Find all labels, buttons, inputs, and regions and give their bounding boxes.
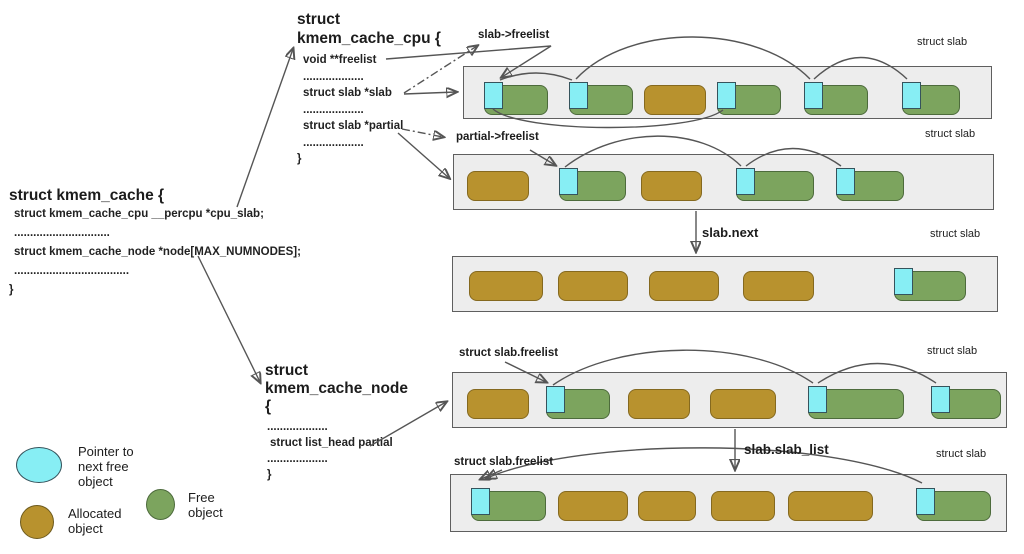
struct-kmem-cache-cpu-block: struct kmem_cache_cpu { void **freelist …	[297, 10, 441, 168]
free-pointer	[807, 386, 827, 413]
free-pointer	[568, 82, 588, 109]
legend-allocated-label: Allocated object	[68, 506, 122, 536]
legend-free-label: Free object	[188, 490, 223, 520]
struct-kmem-cache-title: struct kmem_cache {	[9, 187, 165, 204]
struct-kmem-cache-dots: ....................................	[14, 265, 130, 277]
slab-tag: struct slab	[925, 128, 976, 140]
close-brace: }	[297, 153, 302, 165]
free-object	[930, 386, 1001, 419]
dots: ...................	[267, 453, 328, 465]
arrow-cpu-slab-to-kmem-cache-cpu	[236, 49, 293, 208]
struct-kmem-cache-node-block: struct kmem_cache_node { ...............…	[265, 362, 408, 483]
free-object	[915, 488, 991, 521]
free-pointer	[930, 386, 950, 413]
slab-box-node-partial-1	[452, 372, 1007, 428]
free-object	[716, 82, 781, 115]
slab-box-cpu-partial-2	[452, 256, 998, 312]
free-object	[568, 82, 633, 115]
free-pointer	[835, 168, 855, 195]
field-list-head-partial: struct list_head partial	[270, 437, 393, 449]
slab-tag: struct slab	[936, 448, 987, 460]
dots: ...................	[267, 421, 328, 433]
slab-tag: struct slab	[927, 345, 978, 357]
slab-tag: struct slab	[930, 228, 981, 240]
free-object	[901, 82, 960, 115]
free-object	[558, 168, 626, 201]
free-pointer	[735, 168, 755, 195]
slab-tag: struct slab	[917, 36, 968, 48]
allocated-object	[711, 491, 775, 521]
allocated-object	[467, 389, 529, 419]
free-object	[835, 168, 904, 201]
field-freelist: void **freelist	[303, 54, 377, 66]
allocated-object	[743, 271, 814, 301]
allocated-object	[710, 389, 776, 419]
free-pointer	[893, 268, 913, 295]
struct-kmem-cache-cpu-title: kmem_cache_cpu {	[297, 30, 441, 47]
free-pointer	[483, 82, 503, 109]
struct-kmem-cache-block: struct kmem_cache { struct kmem_cache_cp…	[9, 186, 301, 300]
slab-box-cpu-partial-1	[453, 154, 994, 210]
free-pointer	[716, 82, 736, 109]
free-object	[803, 82, 868, 115]
allocated-object	[467, 171, 529, 201]
dots: ...................	[303, 103, 364, 116]
allocated-object	[558, 271, 628, 301]
struct-kmem-cache-field-cpu-slab: struct kmem_cache_cpu __percpu *cpu_slab…	[14, 208, 264, 220]
free-object	[470, 488, 546, 521]
free-pointer	[470, 488, 490, 515]
label-struct-slab-freelist-4: struct slab.freelist	[459, 347, 559, 359]
struct-kmem-cache-node-title: kmem_cache_node	[265, 380, 409, 397]
struct-kmem-cache-field-node: struct kmem_cache_node *node[MAX_NUMNODE…	[14, 246, 301, 258]
struct-kmem-cache-node-open-brace: {	[265, 398, 272, 415]
free-object	[893, 268, 966, 301]
free-object	[735, 168, 814, 201]
legend-pointer-label: Pointer to next free object	[78, 444, 134, 489]
allocated-object	[641, 171, 702, 201]
dots: ...................	[303, 136, 364, 149]
struct-kmem-cache-cpu-title: struct	[297, 11, 341, 28]
label-slab-next: slab.next	[702, 225, 759, 240]
struct-kmem-cache-node-title: struct	[265, 362, 309, 379]
free-pointer	[803, 82, 823, 109]
legend-free-swatch	[146, 489, 175, 520]
free-pointer	[558, 168, 578, 195]
allocated-object	[638, 491, 696, 521]
free-object	[545, 386, 610, 419]
slab-box-cpu-active	[463, 66, 992, 119]
allocated-object	[649, 271, 719, 301]
dots: ...................	[303, 70, 364, 83]
allocated-object	[469, 271, 543, 301]
legend-pointer-swatch	[16, 447, 62, 483]
slab-box-node-partial-2	[450, 474, 1007, 532]
free-pointer	[545, 386, 565, 413]
label-slab-slab-list: slab.slab_list	[744, 442, 829, 457]
field-partial: struct slab *partial	[303, 120, 404, 132]
free-object	[483, 82, 548, 115]
free-pointer	[915, 488, 935, 515]
allocated-object	[628, 389, 690, 419]
allocated-object	[644, 85, 706, 115]
label-slab-freelist: slab->freelist	[478, 29, 550, 41]
struct-kmem-cache-dots: ..............................	[14, 227, 110, 239]
free-object	[807, 386, 904, 419]
field-slab: struct slab *slab	[303, 87, 392, 99]
close-brace: }	[267, 469, 272, 481]
label-partial-freelist: partial->freelist	[456, 131, 539, 143]
legend-allocated-swatch	[20, 505, 54, 539]
struct-kmem-cache-close-brace: }	[9, 284, 14, 296]
allocated-object	[788, 491, 873, 521]
allocated-object	[558, 491, 628, 521]
label-struct-slab-freelist-5: struct slab.freelist	[454, 456, 554, 468]
free-pointer	[901, 82, 921, 109]
